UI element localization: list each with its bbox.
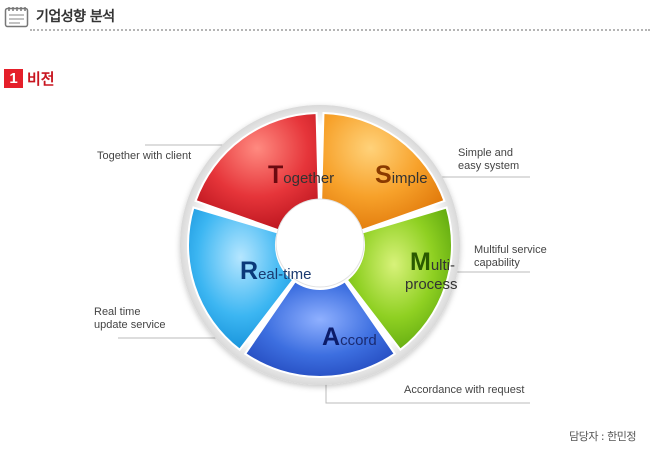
page-title: 기업성향 분석 xyxy=(36,9,115,25)
manager-credit: 담당자 : 한민정 xyxy=(569,430,636,443)
page-header: 기업성향 분석 xyxy=(0,0,650,34)
caption-accord: Accordance with request xyxy=(404,384,525,396)
caption-multi: Multiful service capability xyxy=(474,244,547,269)
segment-realtime xyxy=(187,206,295,352)
caption-realtime: Real time update service xyxy=(94,306,166,331)
label-simple: Simple xyxy=(375,161,428,189)
section-title: 비전 xyxy=(27,70,55,88)
label-together: Together xyxy=(268,161,334,189)
segment-accord xyxy=(243,279,397,378)
section-number-badge: 1 xyxy=(4,69,23,88)
label-multi: Multi- xyxy=(410,248,455,276)
label-accord: Accord xyxy=(322,323,377,351)
notepad-icon xyxy=(4,6,30,32)
label-realtime: Real-time xyxy=(240,257,311,285)
header-divider xyxy=(30,29,650,31)
caption-together: Together with client xyxy=(97,150,192,162)
label-multi-line2: process xyxy=(405,276,458,293)
diagram-center-hole xyxy=(275,198,365,288)
caption-simple: Simple and easy system xyxy=(458,147,520,172)
